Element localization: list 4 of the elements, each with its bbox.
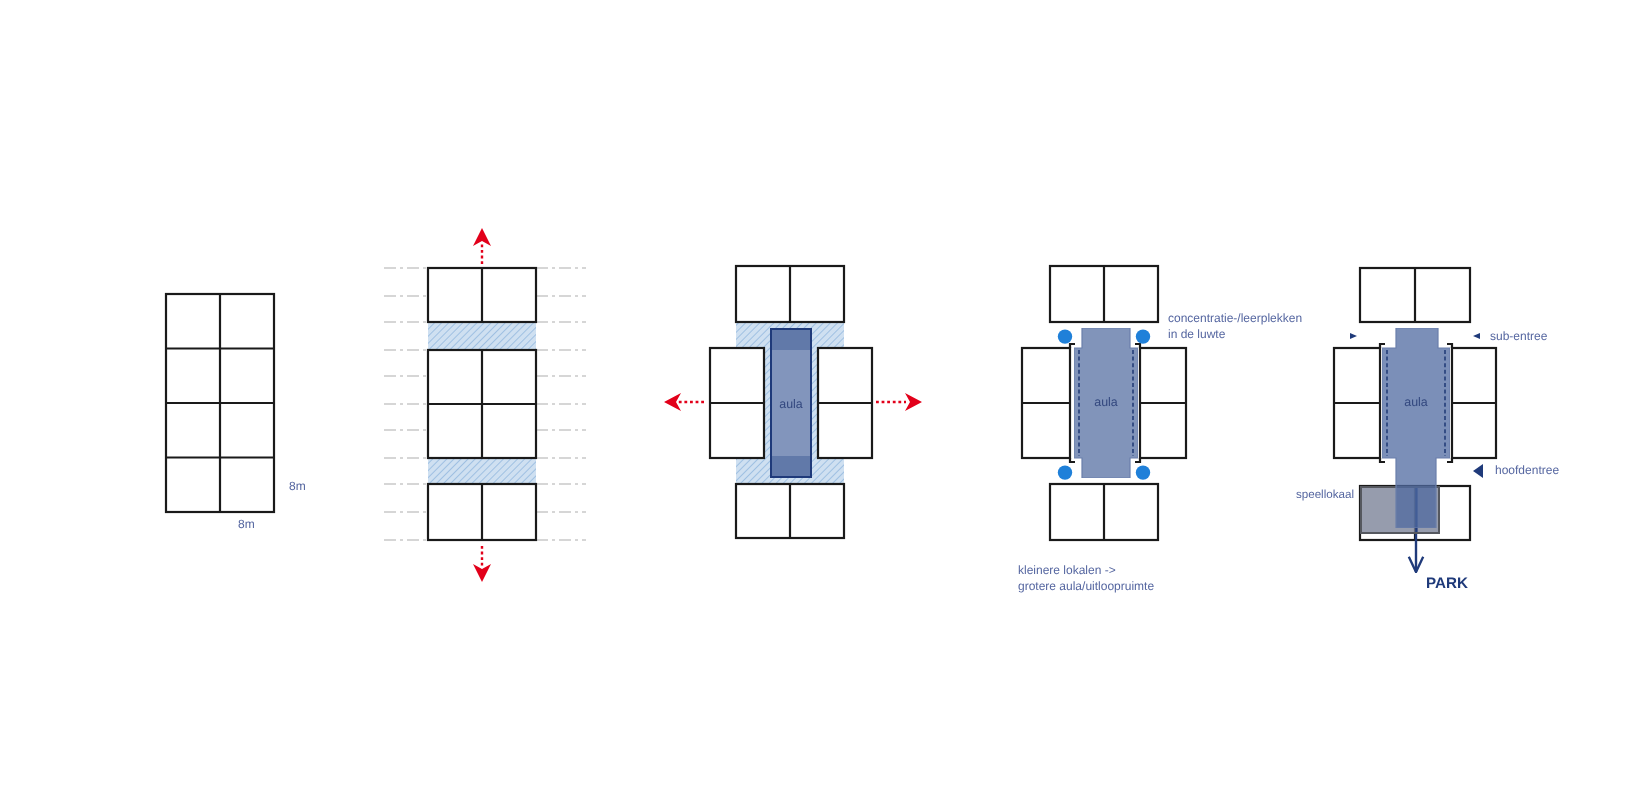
- hall-block: [1382, 328, 1450, 528]
- hall-block: [770, 328, 812, 478]
- arrow: [1407, 534, 1425, 574]
- hall-block: [1074, 328, 1138, 478]
